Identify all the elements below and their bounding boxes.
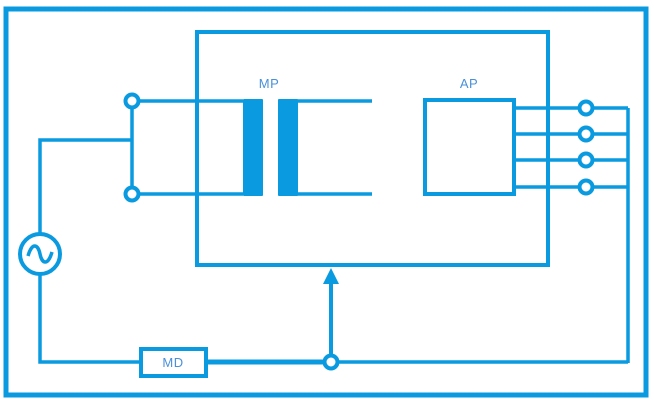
arrow-up-icon xyxy=(323,268,339,284)
junction-node xyxy=(322,353,340,371)
enclosure-box xyxy=(195,30,550,267)
source-wire-bottom xyxy=(38,274,141,364)
modulator-label: MD xyxy=(162,355,183,370)
transformer-core-right xyxy=(278,99,298,196)
output-terminal-3 xyxy=(577,151,595,169)
output-lines xyxy=(514,106,628,189)
output-terminal-4 xyxy=(577,178,595,196)
input-terminal-bottom xyxy=(123,185,141,203)
input-terminal-top xyxy=(123,92,141,110)
output-terminal-1 xyxy=(577,99,595,117)
outer-frame xyxy=(3,6,649,398)
output-terminal-2 xyxy=(577,125,595,143)
source-wire-top xyxy=(38,138,132,234)
transformer-label: MP xyxy=(259,76,280,91)
transformer-core-left xyxy=(243,99,263,196)
modulator-box xyxy=(139,347,208,378)
amplifier-box xyxy=(423,98,516,196)
amplifier-label: AP xyxy=(460,76,478,91)
ac-source-icon xyxy=(18,232,62,276)
